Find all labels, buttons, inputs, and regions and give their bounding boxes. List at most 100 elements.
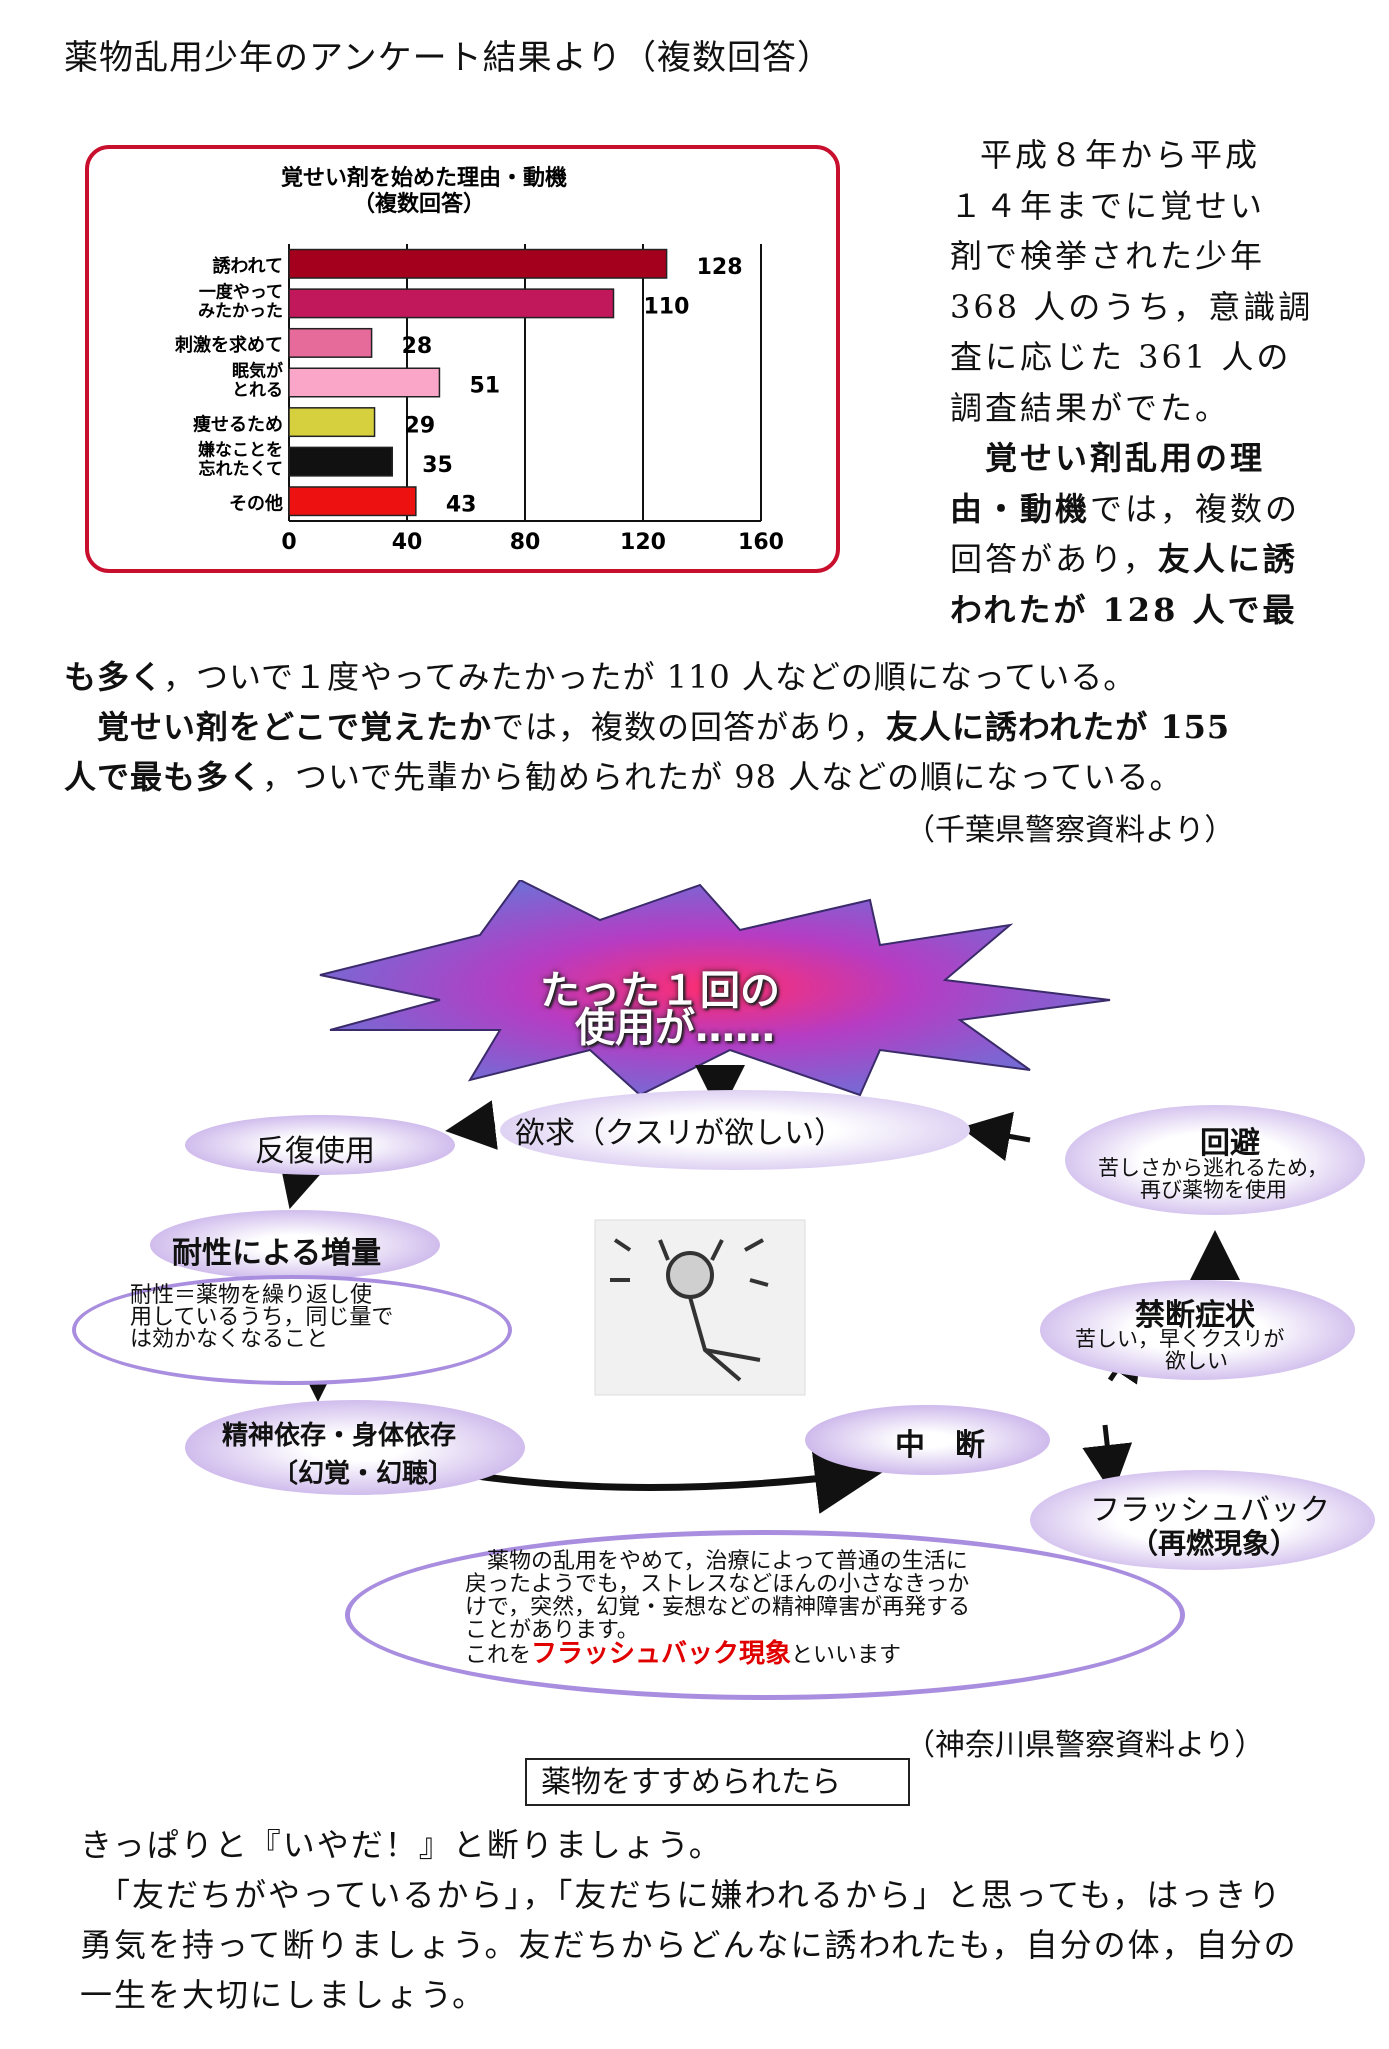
category-label-1-0: 一度やって xyxy=(199,281,283,302)
x-tick-label-4: 160 xyxy=(738,530,784,555)
withdrawal-desc-2: 欲しい xyxy=(1165,1349,1228,1373)
bar-value-label-2: 28 xyxy=(402,334,433,359)
flashback-ellipse xyxy=(1030,1470,1375,1570)
bar-value-label-6: 43 xyxy=(446,492,477,517)
flashback-subtitle: （再燃現象） xyxy=(1130,1527,1299,1560)
tolerance-ellipse xyxy=(150,1210,440,1280)
right-line-3: 剤で検挙された少年 xyxy=(950,237,1266,275)
right-line-9-bold: 友人に誘 xyxy=(1157,540,1298,578)
category-label-5-0: 嫌なことを xyxy=(197,440,283,461)
bar-value-label-3: 51 xyxy=(469,374,500,399)
category-label-0-0: 誘われて xyxy=(212,255,283,277)
paragraph-line-1: も多く，ついで１度やってみたかったが 110 人などの順になっている。 xyxy=(64,652,1334,702)
flashback-desc-pre: これを xyxy=(465,1643,532,1668)
category-label-3-0: 眠気が xyxy=(232,361,283,382)
withdrawal-title: 禁断症状 xyxy=(1135,1298,1255,1333)
category-label-1-1: みたかった xyxy=(198,301,283,321)
bar-value-label-4: 29 xyxy=(405,413,436,438)
paragraph-line-2-bold: 覚せい剤をどこで覚えたか xyxy=(64,708,493,746)
flashback-desc-ellipse xyxy=(345,1530,1185,1700)
arrow-stop-to-flashback xyxy=(1082,1424,1133,1495)
x-tick-label-1: 40 xyxy=(392,530,423,555)
x-tick-label-0: 0 xyxy=(281,530,296,555)
burst-shape xyxy=(319,880,1111,1097)
tolerance-def-line-1: 耐性＝薬物を繰り返し使 xyxy=(130,1283,373,1308)
category-label-4-0: 痩せるため xyxy=(193,413,283,435)
paragraph-line-1-normal: ，ついで１度やってみたかったが 110 人などの順になっている。 xyxy=(163,658,1137,696)
paragraph-line-3-normal: ，ついで先輩から勧められたが 98 人などの順になっている。 xyxy=(262,758,1183,796)
bar-3 xyxy=(288,367,441,398)
tolerance-def-line-3: は効かなくなること xyxy=(130,1327,329,1352)
avoid-title: 回避 xyxy=(1200,1126,1260,1161)
right-line-4: 368 人のうち，意識調 xyxy=(950,287,1314,326)
right-line-6: 調査結果がでた。 xyxy=(950,388,1231,427)
avoid-desc-1: 苦しさから逃れるため， xyxy=(1098,1156,1328,1180)
right-line-9-normal: 回答があり， xyxy=(950,540,1158,578)
tolerance-label: 耐性による増量 xyxy=(172,1236,382,1271)
bar-6 xyxy=(288,486,417,517)
arrow-to-repeat xyxy=(445,1100,498,1150)
bar-5 xyxy=(288,446,393,477)
right-line-9: 回答があり，友人に誘 xyxy=(950,534,1295,585)
bottom-line-4: 一生を大切にしましょう。 xyxy=(80,1976,487,2014)
right-line-10: われたが 128 人で最 xyxy=(950,590,1298,629)
bottom-line-3: 勇気を持って断りましょう。友だちからどんなに誘われたも，自分の体，自分の xyxy=(80,1926,1298,1964)
craving-ellipse xyxy=(500,1090,970,1170)
flashback-desc-line-4: ことがあります。 xyxy=(465,1618,639,1643)
category-label-2-0: 刺激を求めて xyxy=(175,334,283,356)
bar-0 xyxy=(288,248,668,279)
flashback-desc-post: といいます xyxy=(791,1643,902,1668)
stop-ellipse xyxy=(805,1405,1050,1475)
category-label-5-1: 忘れたくて xyxy=(199,459,284,480)
paragraph-line-2-normal: では，複数の回答があり， xyxy=(492,708,886,746)
burst-text-line-1: たった１回の xyxy=(540,968,780,1014)
hallucination-label: 〔幻覚・幻聴〕 xyxy=(272,1459,455,1489)
right-line-8-bold: 由・動機 xyxy=(950,489,1091,528)
craving-label: 欲求（クスリが欲しい） xyxy=(515,1116,845,1151)
bar-value-label-5: 35 xyxy=(422,453,453,478)
stop-label: 中 断 xyxy=(895,1428,985,1463)
tolerance-def-ellipse xyxy=(72,1275,512,1385)
repeat-use-ellipse xyxy=(185,1115,455,1175)
paragraph-line-2-bold2: 友人に誘われたが 155 xyxy=(885,708,1231,746)
x-tick-label-3: 120 xyxy=(620,530,666,555)
paragraph-line-1-bold: も多く xyxy=(64,658,164,696)
bar-4 xyxy=(288,407,376,438)
bar-1 xyxy=(288,288,615,319)
flashback-desc-line-1: 薬物の乱用をやめて，治療によって普通の生活に xyxy=(465,1549,968,1574)
dependence-label: 精神依存・身体依存 xyxy=(222,1421,457,1451)
right-line-7: 覚せい剤乱用の理 xyxy=(950,439,1266,477)
tolerance-def-line-2: 用しているうち，同じ量で xyxy=(130,1305,394,1330)
avoid-ellipse xyxy=(1065,1105,1365,1215)
bar-2 xyxy=(288,327,373,358)
paragraph-line-3-bold: 人で最も多く xyxy=(64,758,263,796)
x-tick-label-2: 80 xyxy=(510,530,541,555)
bottom-line-2: 「友だちがやっているから」，「友だちに嫌われるから」と思っても，はっきり xyxy=(80,1876,1283,1914)
right-line-2: １４年までに覚せい xyxy=(950,186,1266,225)
flashback-desc-highlight: フラッシュバック現象 xyxy=(531,1639,792,1669)
arrow-from-avoid xyxy=(960,1111,1031,1161)
page-heading: 薬物乱用少年のアンケート結果より（複数回答） xyxy=(64,38,832,78)
paragraph-line-2: 覚せい剤をどこで覚えたかでは，複数の回答があり，友人に誘われたが 155 xyxy=(64,702,1334,752)
burst-text-line-2: 使用が…… xyxy=(575,1005,775,1051)
source-kanagawa: （神奈川県警察資料より） xyxy=(905,1728,1265,1763)
flashback-desc-line-2: 戻ったようでも，ストレスなどほんの小さなきっか xyxy=(465,1572,970,1597)
flashback-desc-line-5: これをフラッシュバック現象といいます xyxy=(465,1639,902,1669)
right-line-8: 由・動機では，複数の xyxy=(950,484,1297,535)
right-line-1: 平成８年から平成 xyxy=(980,136,1261,174)
diagram-graphics xyxy=(278,880,1240,1514)
avoid-desc-2: 再び薬物を使用 xyxy=(1140,1178,1287,1202)
chart-title: 覚せい剤を始めた理由・動機 xyxy=(281,165,567,191)
category-label-3-1: とれる xyxy=(232,381,283,401)
repeat-use-label: 反復使用 xyxy=(255,1134,375,1169)
section-title-box: 薬物をすすめられたら xyxy=(525,1758,910,1806)
distressed-person-figure xyxy=(610,1238,769,1382)
flashback-diagram: たった１回の 使用が…… 欲求（クスリが欲しい） 反復使用 回避 苦しさから逃れ… xyxy=(0,880,1389,1700)
flashback-desc-line-3: けで，突然，幻覚・妄想などの精神障害が再発する xyxy=(465,1595,971,1620)
flashback-title: フラッシュバック xyxy=(1090,1493,1330,1528)
right-line-8-normal: では，複数の xyxy=(1090,489,1301,528)
source-chiba: （千葉県警察資料より） xyxy=(905,813,1235,848)
dependence-ellipse xyxy=(185,1400,525,1495)
